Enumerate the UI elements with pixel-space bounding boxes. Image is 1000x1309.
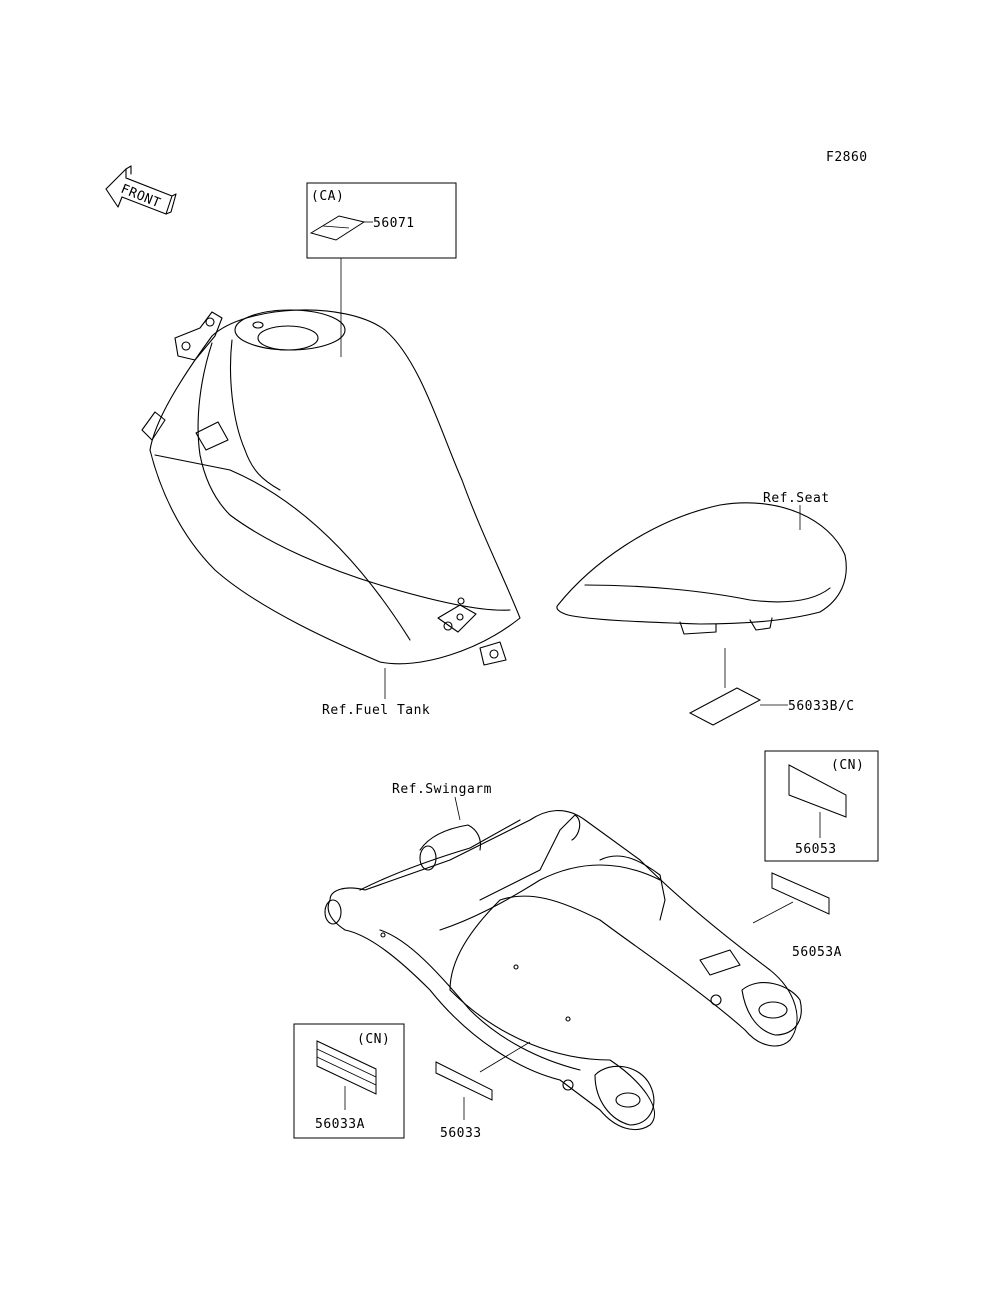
callout-56071: (CA) 56071 (306, 182, 457, 357)
fuel-tank: Ref.Fuel Tank (141, 309, 521, 718)
ca-tag: (CA) (311, 189, 344, 204)
ref-fuel-tank-label: Ref.Fuel Tank (322, 703, 430, 718)
front-arrow-icon: FRONT (105, 165, 177, 215)
seat: Ref.Seat 56033B/C (556, 491, 855, 726)
front-label: FRONT (119, 182, 163, 212)
part-56033a: 56033A (315, 1117, 365, 1132)
part-56071: 56071 (373, 216, 415, 231)
ref-seat-label: Ref.Seat (763, 491, 830, 506)
part-56053: 56053 (795, 842, 837, 857)
callout-56053: (CN) 56053 (764, 750, 879, 862)
callout-56033a: (CN) 56033A (293, 1023, 405, 1139)
ref-swingarm-label: Ref.Swingarm (392, 782, 492, 797)
part-56053a: 56053A (792, 945, 842, 960)
cn-tag-right: (CN) (831, 758, 864, 773)
part-56033bc: 56033B/C (788, 699, 855, 714)
figure-code: F2860 (826, 150, 868, 165)
callout-56033: 56033 (435, 1041, 531, 1141)
callout-56053a: 56053A (752, 872, 842, 960)
swingarm: Ref.Swingarm (324, 782, 802, 1130)
cn-tag-left: (CN) (357, 1032, 390, 1047)
part-56033: 56033 (440, 1126, 482, 1141)
